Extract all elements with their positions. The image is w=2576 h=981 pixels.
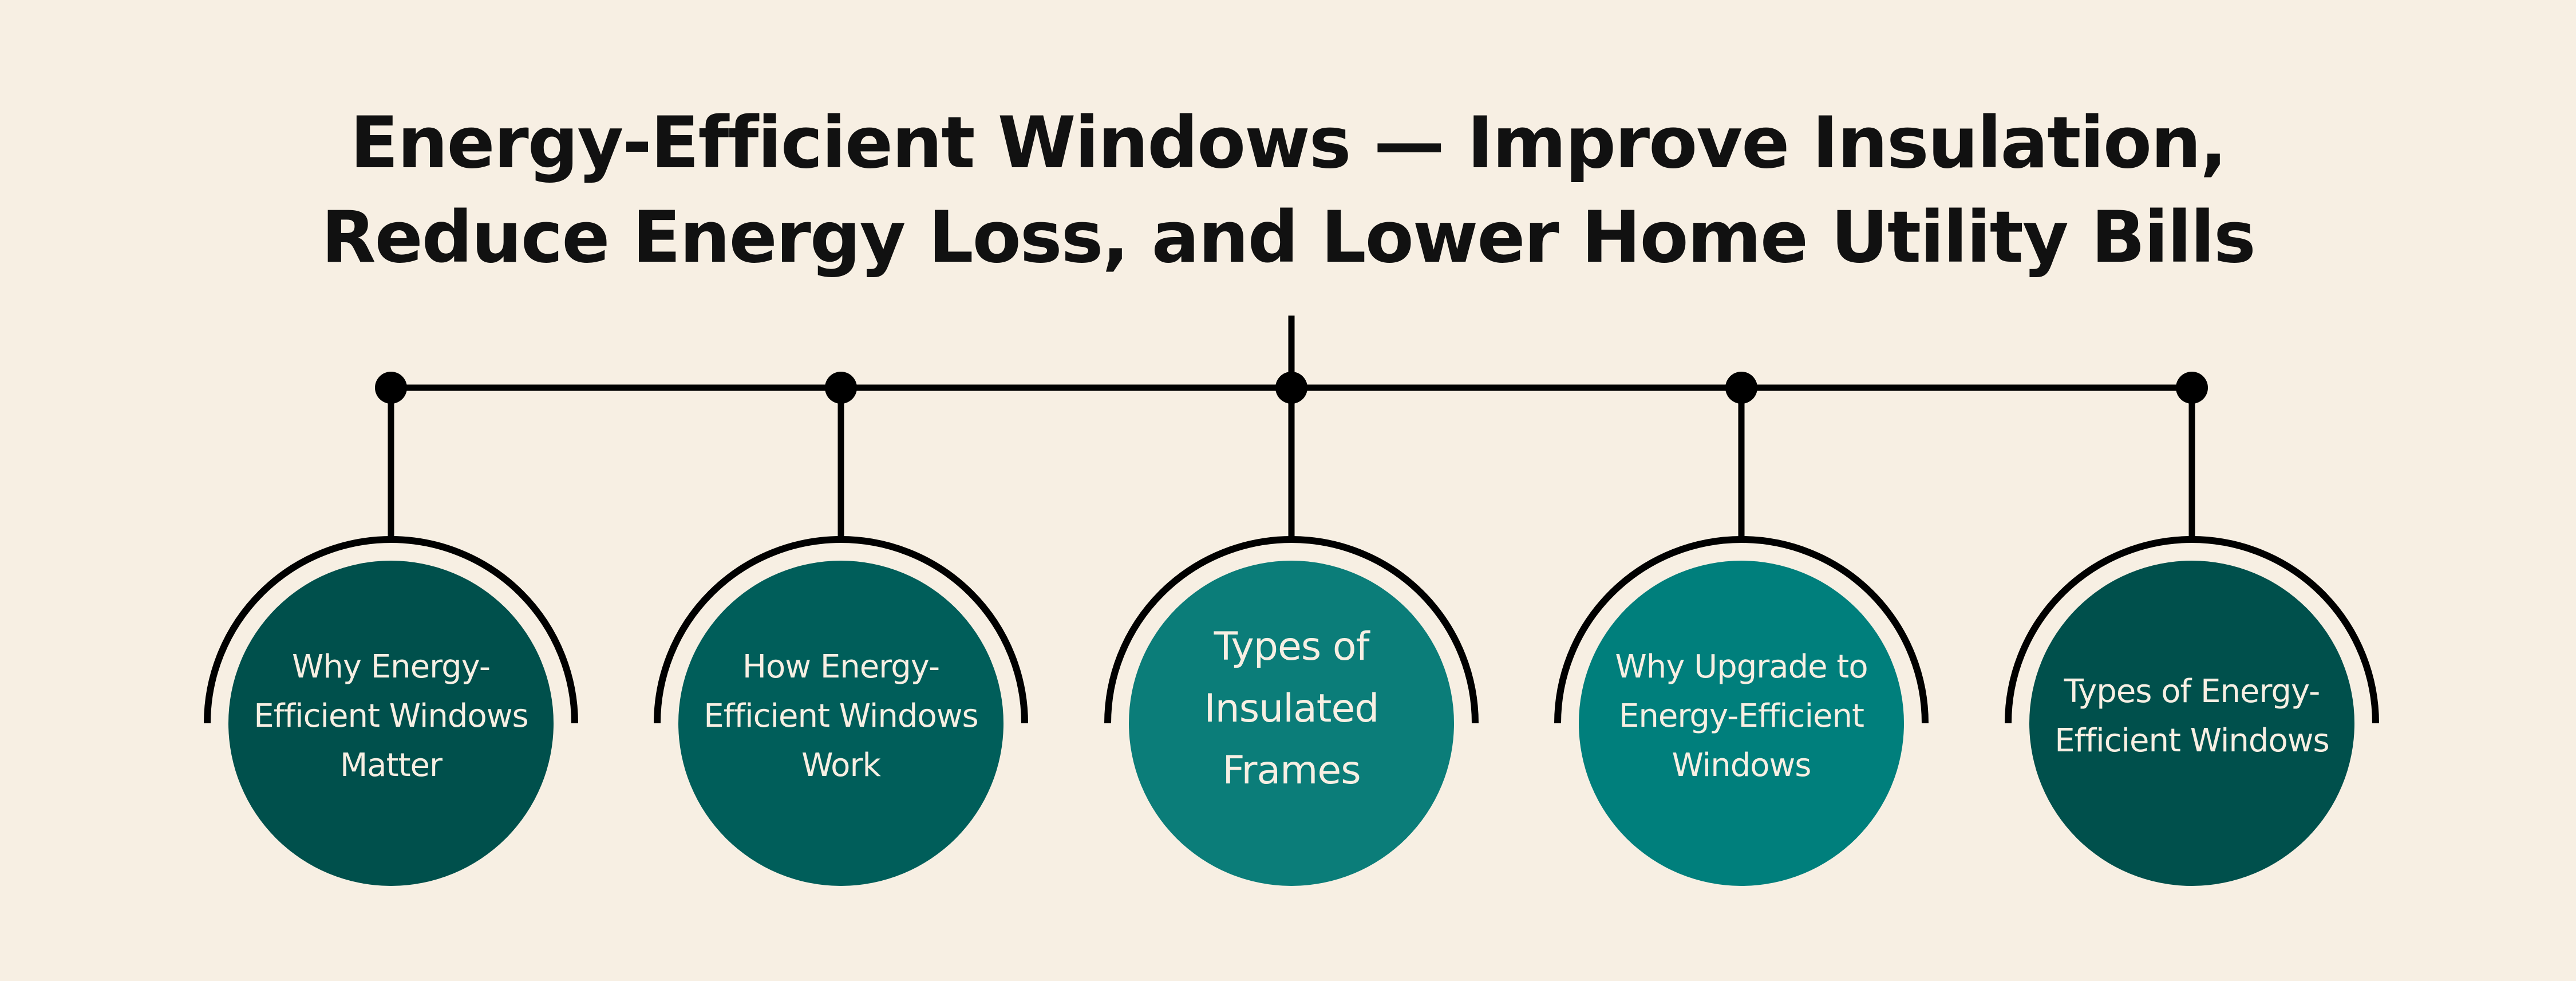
node-3 bbox=[1104, 372, 1479, 886]
title-line-1: Energy-Efficient Windows — Improve Insul… bbox=[350, 102, 2227, 184]
arc-outline bbox=[204, 536, 578, 724]
node-2 bbox=[654, 372, 1028, 886]
junction-dot bbox=[1725, 372, 1757, 404]
node-circle bbox=[228, 561, 554, 886]
node-label: Types of Energy-Efficient Windows bbox=[2055, 673, 2329, 759]
arc-outline bbox=[1554, 536, 1929, 724]
node-label: Types of Insulated Frames bbox=[1204, 624, 1380, 793]
node-1 bbox=[204, 372, 578, 886]
node-circle bbox=[678, 561, 1003, 886]
title-line-2: Reduce Energy Loss, and Lower Home Utili… bbox=[321, 196, 2256, 279]
junction-dot bbox=[825, 372, 857, 404]
node-label: How Energy-Efficient Windows Work bbox=[704, 648, 978, 784]
node-label: Why Upgrade to Energy-Efficient Windows bbox=[1615, 648, 1868, 784]
node-label: Why Energy-Efficient Windows Matter bbox=[254, 648, 528, 784]
node-circle bbox=[1129, 561, 1454, 886]
junction-dot bbox=[375, 372, 407, 404]
node-4 bbox=[1554, 372, 1929, 886]
node-circle bbox=[2029, 561, 2354, 886]
arc-outline bbox=[2005, 536, 2379, 724]
junction-dot bbox=[1275, 372, 1307, 404]
node-circle bbox=[1579, 561, 1904, 886]
arc-outline bbox=[654, 536, 1028, 724]
node-5 bbox=[2005, 372, 2379, 886]
arc-outline bbox=[1104, 536, 1479, 724]
junction-dot bbox=[2176, 372, 2208, 404]
